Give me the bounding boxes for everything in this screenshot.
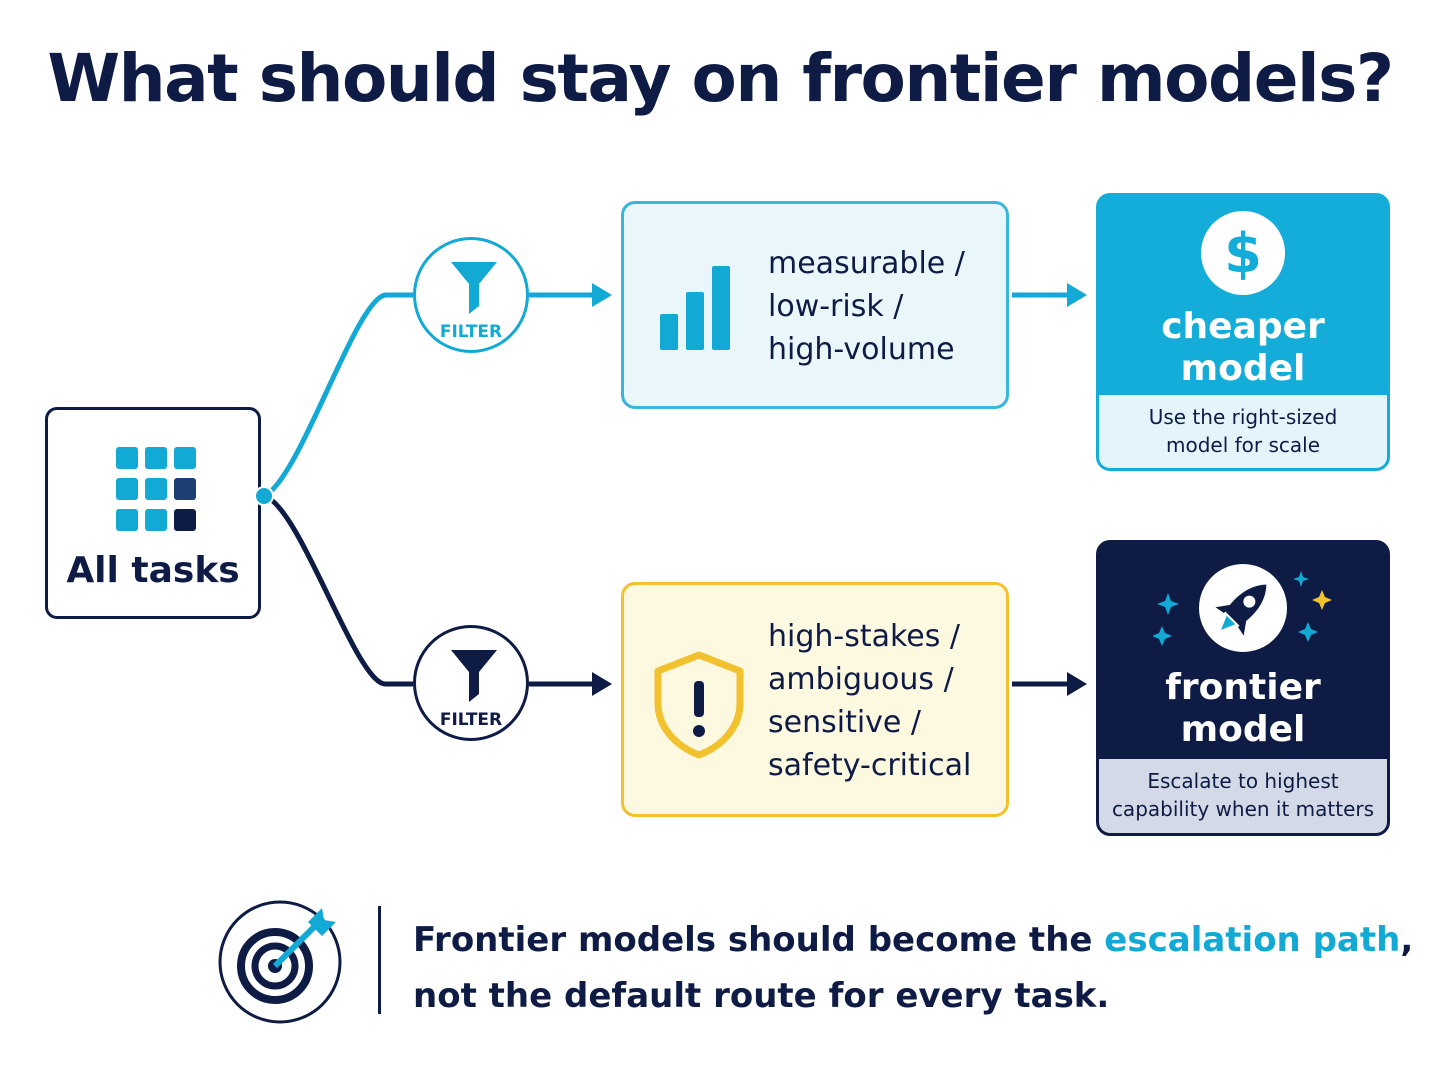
branch-point	[254, 486, 274, 506]
criteria-item: high-stakes /	[768, 619, 961, 654]
criteria-box-low-risk: measurable / low-risk / high-volume	[621, 201, 1009, 409]
takeaway-line-2: not the default route for every task.	[413, 976, 1110, 1016]
escalation-path-highlight: escalation path	[1104, 920, 1401, 960]
funnel-icon	[451, 650, 497, 702]
takeaway-line-1: Frontier models should become the escala…	[413, 920, 1414, 960]
criteria-text: high-stakes / ambiguous / sensitive / sa…	[768, 615, 971, 787]
filter-label: FILTER	[439, 322, 503, 342]
criteria-item: low-risk /	[768, 289, 904, 324]
frontier-model-box: frontier model Escalate to highest capab…	[1096, 540, 1390, 836]
filter-node-lower: FILTER	[413, 625, 529, 741]
bar-chart-icon	[660, 266, 730, 350]
footer-divider	[378, 906, 381, 1014]
filter-node-upper: FILTER	[413, 237, 529, 353]
criteria-item: measurable /	[768, 246, 965, 281]
svg-text:$: $	[1224, 222, 1262, 285]
criteria-item: sensitive /	[768, 705, 922, 740]
model-title: cheaper model	[1161, 306, 1325, 389]
criteria-item: ambiguous /	[768, 662, 954, 697]
target-icon	[218, 900, 342, 1024]
filter-label: FILTER	[439, 710, 503, 730]
dollar-icon: $	[1201, 211, 1285, 295]
all-tasks-node: All tasks	[45, 407, 261, 619]
all-tasks-label: All tasks	[66, 550, 240, 591]
model-title: frontier model	[1165, 667, 1321, 750]
criteria-text: measurable / low-risk / high-volume	[768, 242, 965, 371]
lower-branch-line	[262, 493, 413, 687]
grid-icon	[116, 447, 196, 531]
criteria-box-high-stakes: high-stakes / ambiguous / sensitive / sa…	[621, 582, 1009, 817]
rocket-icon	[1153, 564, 1332, 652]
upper-branch-line	[262, 292, 413, 499]
takeaway-text: Frontier models should become the escala…	[413, 912, 1413, 1024]
criteria-item: high-volume	[768, 332, 955, 367]
model-note: Escalate to highest capability when it m…	[1099, 759, 1387, 833]
funnel-icon	[451, 262, 497, 314]
warning-shield-icon	[654, 651, 744, 759]
cheaper-model-box: $ cheaper model Use the right-sized mode…	[1096, 193, 1390, 471]
page-title: What should stay on frontier models?	[47, 40, 1394, 117]
model-note: Use the right-sized model for scale	[1099, 395, 1387, 468]
criteria-item: safety-critical	[768, 748, 972, 783]
